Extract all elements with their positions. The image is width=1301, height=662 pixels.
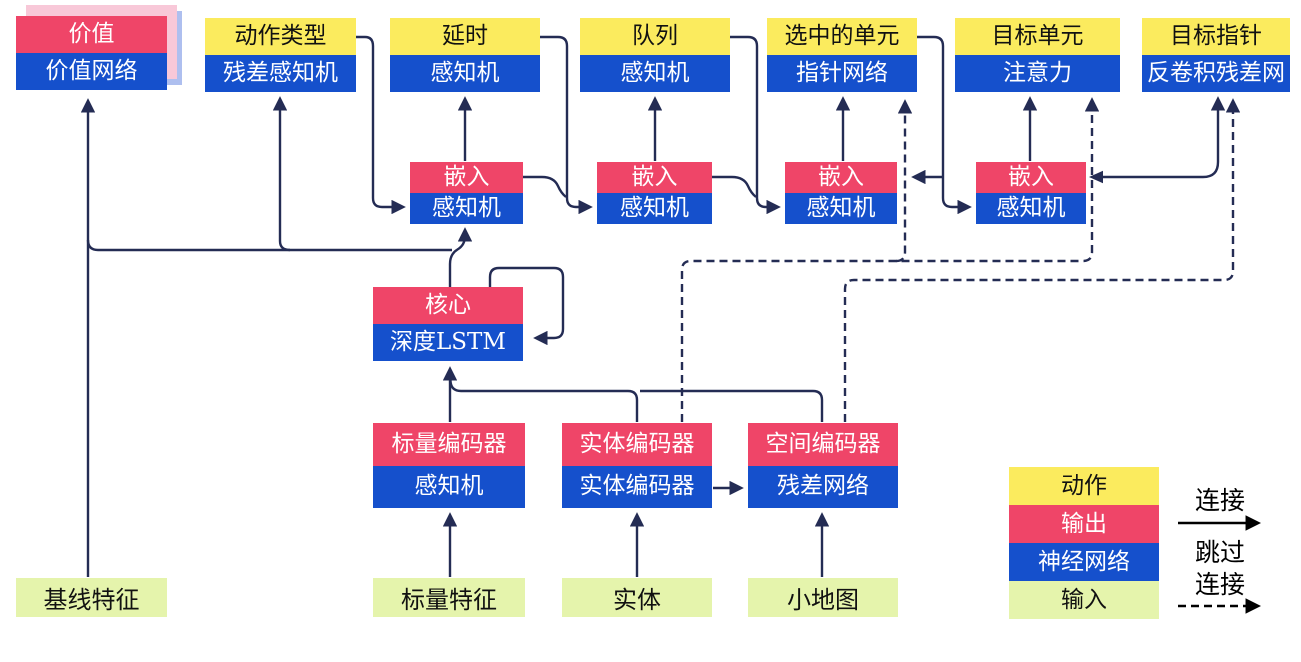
skip-connectors bbox=[680, 97, 1241, 422]
node-scalar-encoder-network: 感知机 bbox=[373, 465, 525, 508]
input-minimap: 小地图 bbox=[748, 578, 898, 617]
legend-solid-label: 连接 bbox=[1194, 486, 1245, 515]
node-embed-4: 嵌入感知机 bbox=[976, 162, 1086, 224]
node-entity-encoder-title: 实体编码器 bbox=[562, 423, 712, 466]
node-selected-units-network: 指针网络 bbox=[767, 55, 917, 92]
node-target-unit-network: 注意力 bbox=[955, 55, 1120, 92]
wire-core-branch-left bbox=[86, 239, 452, 252]
node-spatial-encoder: 空间编码器残差网络 bbox=[748, 423, 898, 508]
node-queue: 队列感知机 bbox=[580, 18, 730, 92]
node-delay-title: 延时 bbox=[390, 18, 540, 55]
wire-core-self-loop bbox=[488, 266, 565, 346]
node-action-type-network: 残差感知机 bbox=[205, 55, 356, 92]
legend-color-key: 动作输出神经网络输入 bbox=[1009, 467, 1159, 619]
wire-spatial-encoder-to-core bbox=[640, 389, 824, 422]
node-embed-3-network: 感知机 bbox=[785, 193, 897, 224]
input-baseline-features: 基线特征 bbox=[16, 578, 167, 617]
node-target-unit-title: 目标单元 bbox=[955, 18, 1120, 55]
node-scalar-encoder: 标量编码器感知机 bbox=[373, 423, 525, 508]
node-value-title: 价值 bbox=[16, 16, 167, 53]
wire-action-type-to-embed1 bbox=[356, 35, 406, 215]
legend-item-input: 输入 bbox=[1009, 581, 1159, 619]
legend-item-action: 动作 bbox=[1009, 467, 1159, 505]
node-scalar-encoder-title: 标量编码器 bbox=[373, 423, 525, 466]
skip-spatial-to-deconv bbox=[843, 98, 1241, 422]
wire-delay-to-embed2 bbox=[540, 35, 593, 215]
legend-item-network: 神经网络 bbox=[1009, 543, 1159, 581]
solid-connectors bbox=[80, 35, 1226, 577]
node-spatial-encoder-network: 残差网络 bbox=[748, 465, 898, 508]
wire-embed2-merge bbox=[712, 175, 757, 198]
node-entity-encoder: 实体编码器实体编码器 bbox=[562, 423, 712, 508]
legend-arrows bbox=[1178, 515, 1262, 614]
node-target-point: 目标指针反卷积残差网 bbox=[1142, 18, 1290, 92]
node-embed-2-title: 嵌入 bbox=[597, 162, 712, 193]
wire-embed1-merge bbox=[523, 175, 567, 198]
wire-core-to-embed1 bbox=[448, 227, 473, 287]
node-delay: 延时感知机 bbox=[390, 18, 540, 92]
node-selected-units: 选中的单元指针网络 bbox=[767, 18, 917, 92]
skip-entity-to-pointer-network bbox=[895, 99, 913, 263]
node-entity-encoder-network: 实体编码器 bbox=[562, 465, 712, 508]
node-spatial-encoder-title: 空间编码器 bbox=[748, 423, 898, 466]
node-selected-units-title: 选中的单元 bbox=[767, 18, 917, 55]
node-action-type-title: 动作类型 bbox=[205, 18, 356, 55]
node-embed-4-title: 嵌入 bbox=[976, 162, 1086, 193]
wire-queue-to-embed3 bbox=[730, 35, 781, 215]
input-entities: 实体 bbox=[562, 578, 712, 617]
legend-skip-label-line1: 跳过 bbox=[1194, 538, 1245, 567]
node-queue-title: 队列 bbox=[580, 18, 730, 55]
node-embed-1: 嵌入感知机 bbox=[410, 162, 523, 224]
node-embed-3: 嵌入感知机 bbox=[785, 162, 897, 224]
node-value: 价值价值网络 bbox=[16, 5, 182, 90]
node-target-point-title: 目标指针 bbox=[1142, 18, 1290, 55]
node-embed-1-title: 嵌入 bbox=[410, 162, 523, 193]
node-embed-3-title: 嵌入 bbox=[785, 162, 897, 193]
node-action-type: 动作类型残差感知机 bbox=[205, 18, 356, 92]
node-core-title: 核心 bbox=[373, 287, 523, 324]
node-target-unit: 目标单元注意力 bbox=[955, 18, 1120, 92]
node-value-network: 价值网络 bbox=[16, 53, 167, 90]
node-queue-network: 感知机 bbox=[580, 55, 730, 92]
wire-selected-units-to-embed4 bbox=[917, 35, 972, 215]
legend-skip-label-line2: 连接 bbox=[1194, 570, 1245, 599]
arrowhead-into-embed4 bbox=[1089, 170, 1103, 184]
node-core-network: 深度LSTM bbox=[373, 324, 523, 361]
node-embed-1-network: 感知机 bbox=[410, 193, 523, 224]
input-scalar-features: 标量特征 bbox=[373, 578, 525, 617]
node-delay-network: 感知机 bbox=[390, 55, 540, 92]
node-embed-2: 嵌入感知机 bbox=[597, 162, 712, 224]
node-target-point-network: 反卷积残差网 bbox=[1142, 55, 1290, 92]
node-embed-2-network: 感知机 bbox=[597, 193, 712, 224]
wire-embed4-to-target-point bbox=[1100, 96, 1226, 179]
node-embed-4-network: 感知机 bbox=[976, 193, 1086, 224]
node-core: 核心深度LSTM bbox=[373, 287, 523, 361]
wire-branch-to-action-type bbox=[272, 96, 291, 252]
legend-item-output: 输出 bbox=[1009, 505, 1159, 543]
wire-entity-encoder-to-core bbox=[449, 374, 639, 422]
